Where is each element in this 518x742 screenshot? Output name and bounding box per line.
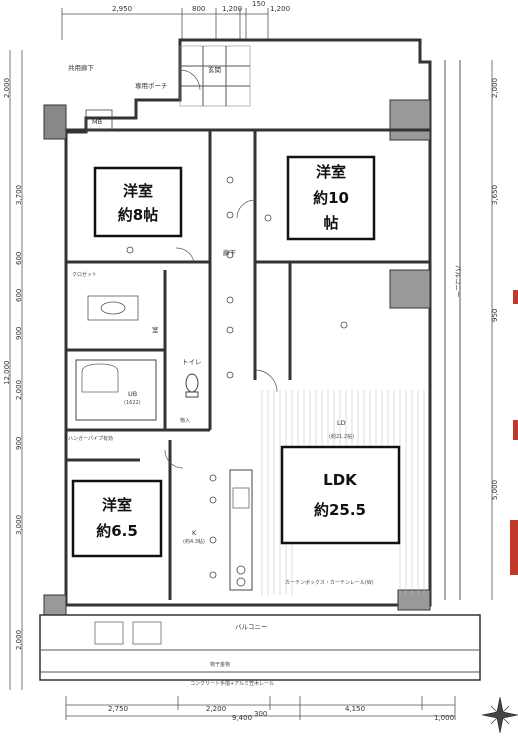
ld-area-label: (約21.2帖) — [329, 433, 354, 440]
kitchen-area-label: (約4.3帖) — [183, 538, 205, 545]
private-porch-label: 専用ポーチ — [135, 81, 168, 90]
bottom-dim-5: 1,000 — [434, 714, 454, 722]
ld-label: LD — [337, 419, 346, 427]
kitchen-label: K — [192, 529, 197, 537]
ceiling-lights — [126, 176, 348, 579]
left-dimension-line: 2,000 3,700 600 600 900 2,000 900 3,000 … — [3, 50, 23, 690]
common-corridor-label: 共用廊下 — [68, 63, 95, 72]
outer-walls — [43, 38, 432, 616]
left-dim-5: 900 — [15, 327, 23, 340]
column-left — [43, 104, 67, 140]
western-10-line2: 約10 — [313, 189, 349, 207]
stove-icon — [236, 565, 246, 575]
western-65-line2: 約6.5 — [96, 522, 138, 540]
column-right-bottom — [397, 589, 431, 611]
left-dim-1: 2,000 — [3, 78, 11, 98]
top-dim-3: 1,200 — [222, 5, 242, 13]
top-dim-1: 2,950 — [112, 5, 132, 13]
western-10-line3: 帖 — [323, 214, 338, 232]
ub-label: UB — [128, 390, 137, 398]
ldk-line2: 約25.5 — [314, 501, 366, 519]
storage-label: 物入 — [180, 417, 190, 424]
curtain-rail-label: カーテンボックス・カーテンレール(W) — [285, 579, 374, 586]
top-dim-5: 1,200 — [270, 5, 290, 13]
edge-marks — [510, 290, 518, 575]
hallway-label: 廊下 — [223, 248, 237, 257]
room-western-8: 洋室 約8帖 — [93, 166, 183, 238]
meter-box — [85, 109, 113, 131]
western-8-line1: 洋室 — [123, 182, 153, 200]
bottom-dim-2: 2,200 — [206, 705, 226, 713]
room-ldk: LDK 約25.5 — [280, 445, 401, 545]
bottom-dimension-line: 2,750 2,200 4,150 300 1,000 9,400 — [65, 696, 456, 722]
right-dim-2: 3,650 — [491, 185, 499, 205]
balcony-bottom: バルコニー 物干金物 コンクリート手摺+アルミ笠木レール — [39, 614, 481, 687]
hanger-pipe-label: ハンガーパイプ有効 — [68, 435, 113, 442]
top-dim-4: 150 — [252, 0, 265, 8]
bottom-dim-1: 2,750 — [108, 705, 128, 713]
vanity-icon — [87, 295, 139, 321]
column-right-top — [389, 99, 431, 141]
bottom-dim-4: 300 — [254, 710, 267, 718]
mb-label: MB — [92, 118, 102, 126]
balcony-bottom-label: バルコニー — [235, 623, 267, 631]
left-dim-4: 600 — [15, 289, 23, 302]
room-western-10: 洋室 約10 帖 — [286, 155, 376, 241]
left-dim-3: 600 — [15, 252, 23, 265]
balcony-right: バルコニー — [444, 60, 462, 600]
western-65-line1: 洋室 — [102, 496, 132, 514]
bottom-dim-total: 9,400 — [232, 714, 252, 722]
bathtub-icon — [75, 359, 157, 421]
left-dim-total: 12,000 — [3, 361, 11, 386]
ldk-line1: LDK — [323, 471, 358, 489]
column-right-mid — [389, 269, 431, 309]
western-10-line1: 洋室 — [316, 163, 346, 181]
right-dimension-line: 2,000 3,650 950 5,000 — [491, 60, 499, 600]
left-dim-9: 2,000 — [15, 630, 23, 650]
sink-icon — [232, 487, 250, 509]
door-swings — [164, 69, 278, 469]
entrance-label: 玄関 — [208, 65, 221, 74]
north-arrow-icon — [481, 696, 518, 734]
handrail-label: コンクリート手摺+アルミ笠木レール — [190, 680, 274, 687]
washroom-label: 室 — [152, 325, 159, 334]
bottom-dim-3: 4,150 — [345, 705, 365, 713]
left-dim-7: 900 — [15, 437, 23, 450]
left-dim-6: 2,000 — [15, 380, 23, 400]
room-western-65: 洋室 約6.5 — [71, 479, 163, 558]
left-dim-8: 3,000 — [15, 515, 23, 535]
top-dim-2: 800 — [192, 5, 205, 13]
right-dim-3: 950 — [491, 309, 499, 322]
right-dim-1: 2,000 — [491, 78, 499, 98]
small-labels: 共用廊下 玄関 専用ポーチ MB 廊下 室 UB (1622) トイレ K (約… — [68, 63, 374, 586]
closet-label: クロゼット — [72, 271, 97, 278]
toilet-label: トイレ — [182, 358, 202, 366]
interior-walls — [66, 128, 430, 600]
ub-size-label: (1622) — [124, 400, 141, 406]
balcony-right-label: バルコニー — [454, 265, 462, 297]
kitchen-counter — [229, 469, 253, 591]
hoist-label: 物干金物 — [210, 661, 230, 668]
entrance-floor — [179, 45, 251, 107]
column-left-bottom — [43, 594, 67, 616]
top-dimension-line: 2,950 800 1,200 150 1,200 — [61, 0, 290, 40]
right-dim-4: 5,000 — [491, 480, 499, 500]
left-dim-2: 3,700 — [15, 185, 23, 205]
toilet-icon — [185, 373, 199, 398]
western-8-line2: 約8帖 — [118, 206, 158, 224]
